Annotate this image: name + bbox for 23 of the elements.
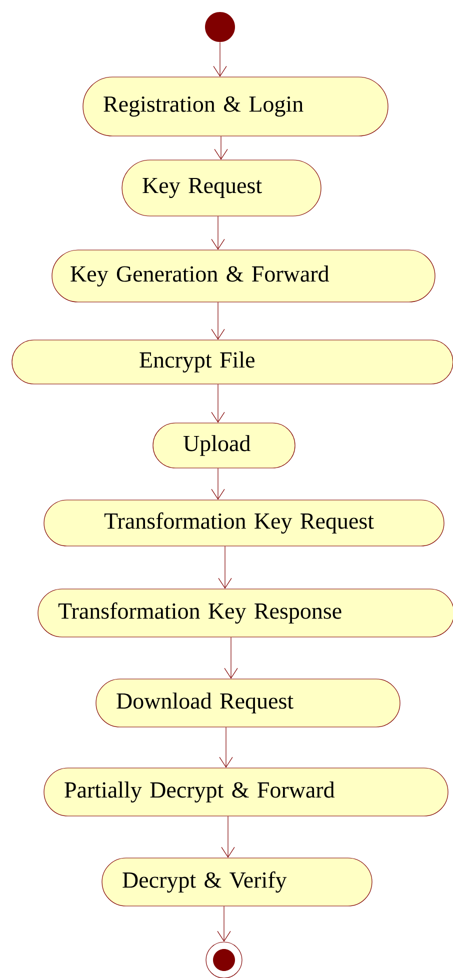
arrow	[218, 546, 232, 589]
arrow	[211, 216, 225, 250]
start-node	[205, 12, 235, 42]
activity-box: Transformation Key Request	[44, 500, 444, 546]
arrow	[214, 136, 228, 160]
arrow	[224, 637, 238, 679]
arrow	[211, 302, 225, 340]
end-node	[206, 942, 242, 978]
activity-box: Encrypt File	[12, 340, 453, 384]
arrow	[211, 468, 225, 500]
arrow	[213, 42, 227, 77]
activity-box: Partially Decrypt & Forward	[44, 768, 448, 816]
activity-box: Upload	[152, 422, 296, 468]
arrow	[217, 906, 231, 942]
arrow	[219, 727, 233, 768]
activity-box: Key Request	[122, 160, 322, 216]
activity-box: Registration & Login	[82, 76, 388, 136]
arrow	[221, 816, 235, 858]
activity-box: Download Request	[96, 678, 400, 728]
activity-box: Decrypt & Verify	[102, 858, 372, 906]
arrow	[211, 384, 225, 423]
activity-box: Key Generation & Forward	[52, 250, 436, 302]
activity-box: Transformation Key Response	[38, 588, 453, 638]
